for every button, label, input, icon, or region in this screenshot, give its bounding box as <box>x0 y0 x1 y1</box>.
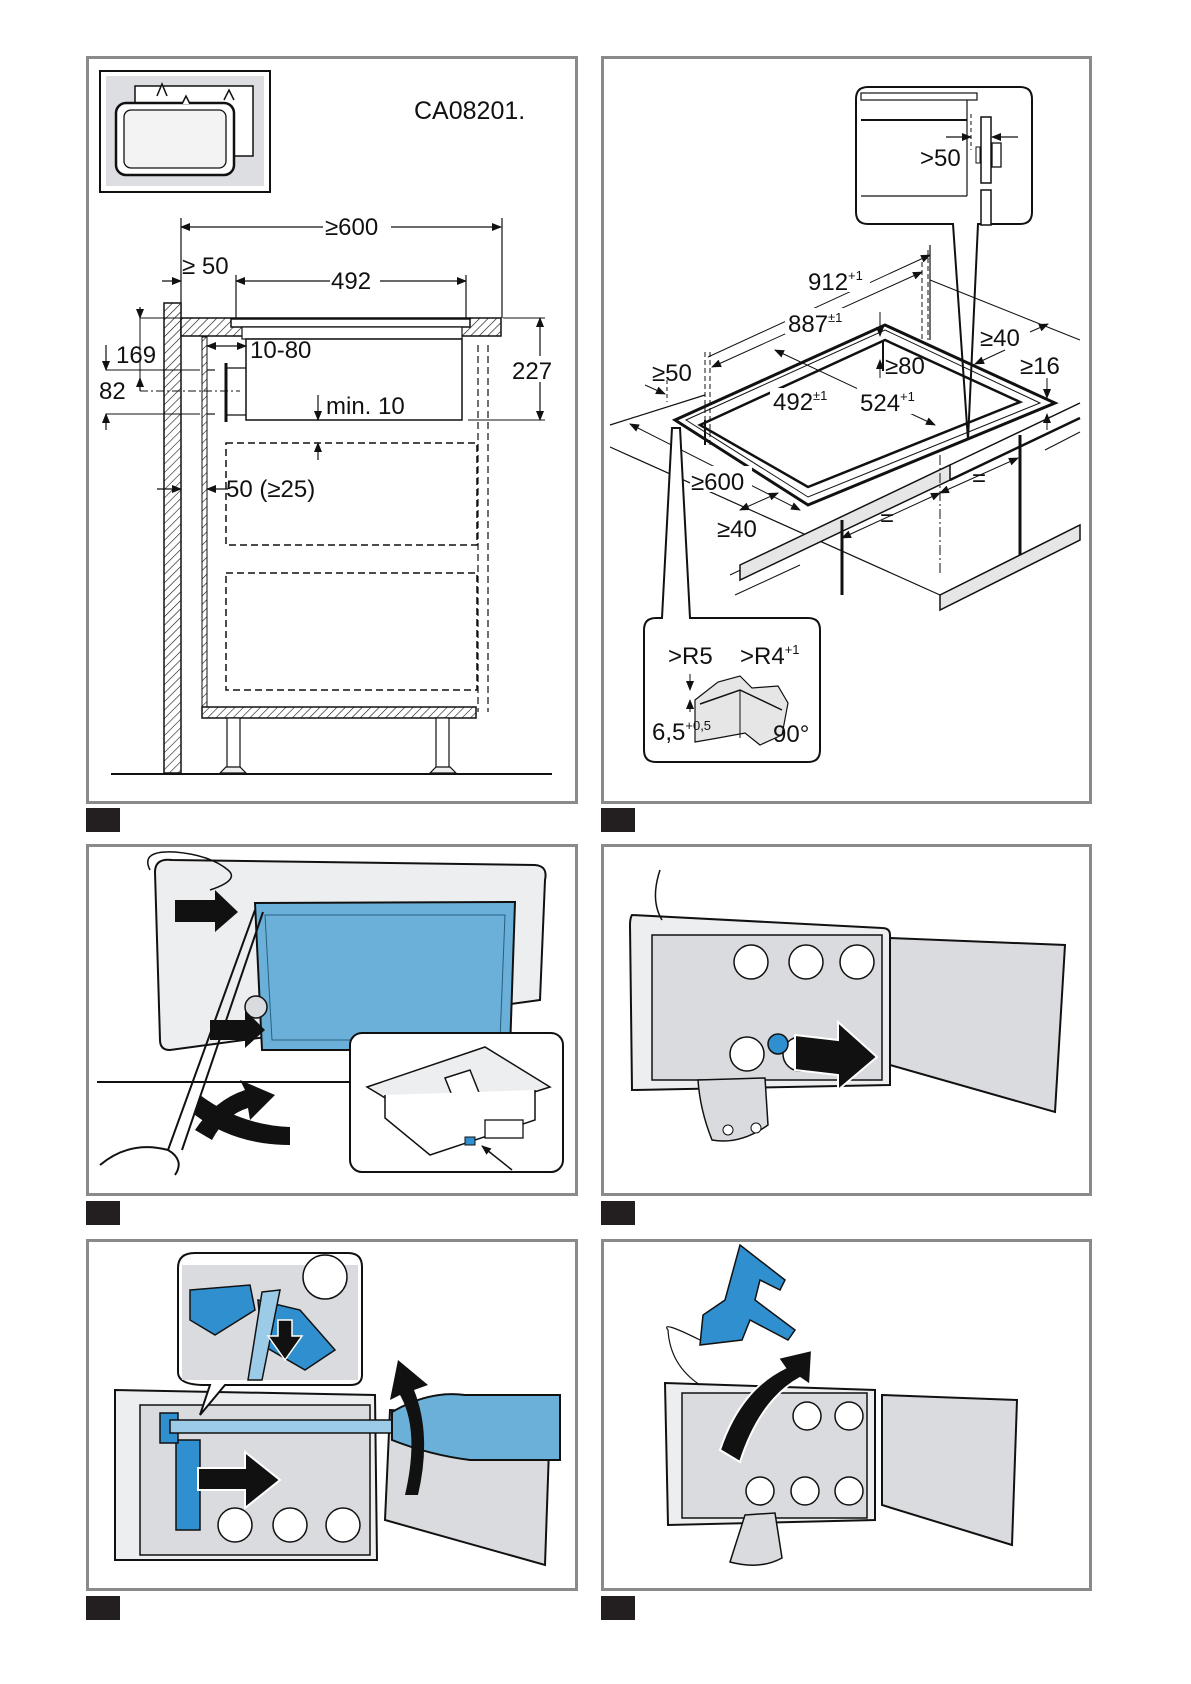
dim-height-82: 82 <box>99 378 126 405</box>
blue-clip <box>699 1243 797 1346</box>
detail-radius-outer: >R5 <box>668 643 713 670</box>
dim-cutout-524: 524+1 <box>860 389 915 417</box>
figure-2-cutout-isometric: >50 912+1 887±1 ≥40 <box>609 86 1081 763</box>
figure-number-box-5 <box>86 1596 120 1620</box>
dim-unit-depth: 492 <box>331 268 371 295</box>
dim-min-10: min. 10 <box>326 393 405 420</box>
screwdriver-shaft <box>169 1419 393 1434</box>
slide-arrow-icon <box>794 1019 879 1093</box>
duct-accessory-thumbnail <box>99 70 271 193</box>
dim-min-total-depth: ≥600 <box>325 214 378 241</box>
push-arrow-icon <box>210 1010 265 1048</box>
hob-inset <box>349 1032 564 1173</box>
figure-1-side-section: CA08201. ≥600 492 ≥ 50 10-80 <box>99 70 555 775</box>
lever-arrow-icon <box>390 1360 428 1495</box>
figure-number-box-2 <box>601 808 635 832</box>
figure-number-box-1 <box>86 808 120 832</box>
slide-arrow-icon <box>197 1449 282 1511</box>
figure-5-release-clip <box>114 1252 561 1567</box>
dim-min-40-back: ≥40 <box>980 325 1020 352</box>
dim-min-600: ≥600 <box>691 469 744 496</box>
dim-range-10-80: 10-80 <box>250 337 311 364</box>
dim-min-wall-gap: ≥ 50 <box>182 253 229 280</box>
dim-height-227: 227 <box>512 358 552 385</box>
detail-radius-inner: >R4+1 <box>740 642 800 670</box>
lift-arrow-icon <box>718 1348 814 1464</box>
dim-min-80: ≥80 <box>885 353 925 380</box>
dim-detail-gap: >50 <box>920 145 961 172</box>
dim-min-40-front: ≥40 <box>717 516 757 543</box>
dim-rear-gap: 50 (≥25) <box>226 476 315 503</box>
dim-cutout-887: 887±1 <box>788 310 842 338</box>
dim-cutout-492: 492±1 <box>773 388 827 416</box>
detail-angle: 90° <box>773 721 809 748</box>
dim-min-50-left: ≥50 <box>652 360 692 387</box>
dim-equal-1: = <box>880 505 894 532</box>
push-arrow-icon <box>175 890 238 932</box>
figure-number-box-4 <box>601 1201 635 1225</box>
dim-min-16: ≥16 <box>1020 353 1060 380</box>
figure-3-remove-cover <box>97 851 564 1176</box>
detail-callout-corner: >R5 >R4+1 6,5+0,5 90° <box>643 427 821 763</box>
figure-number-box-6 <box>601 1596 635 1620</box>
figure-number-box-3 <box>86 1201 120 1225</box>
dim-height-169: 169 <box>116 342 156 369</box>
detail-depth: 6,5+0,5 <box>652 718 711 746</box>
detail-callout-top: >50 <box>855 86 1033 441</box>
figure-6-remove-clip <box>663 1243 1019 1566</box>
blue-screw-icon <box>767 1033 789 1055</box>
accessory-code: CA08201. <box>414 97 525 125</box>
terminal-screws-top <box>733 944 875 980</box>
figure-4-open-terminal <box>628 869 1067 1142</box>
down-arrow-icon <box>266 1319 304 1362</box>
dim-equal-2: = <box>972 465 986 492</box>
